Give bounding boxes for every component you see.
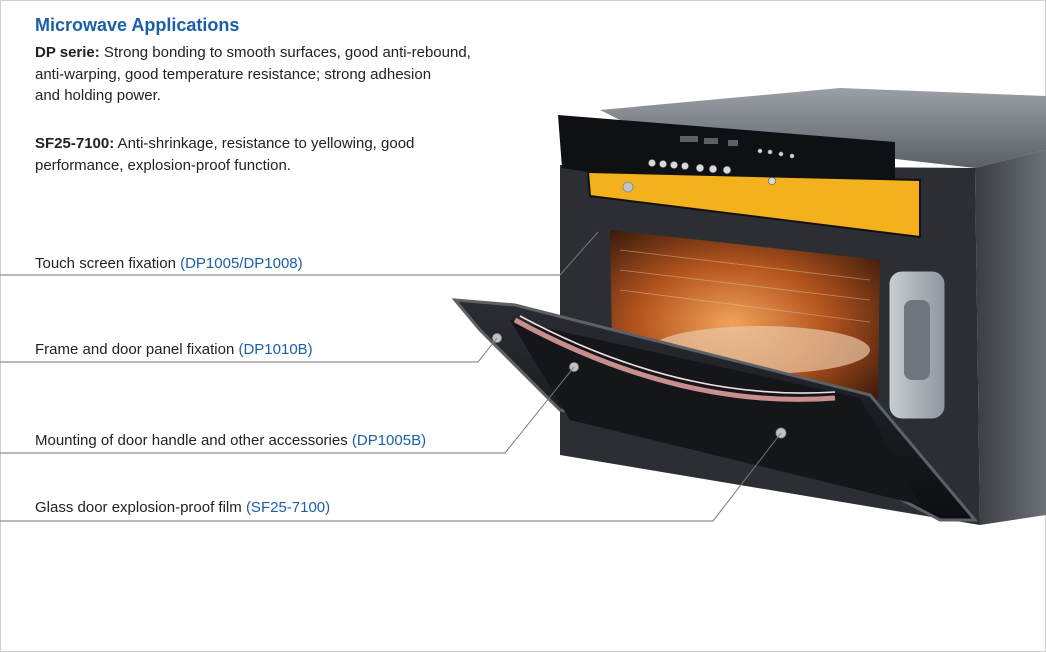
callout-explosion-film: Glass door explosion-proof film (SF25-71… — [35, 499, 330, 516]
sf25-lead: SF25-7100: — [35, 135, 115, 152]
callout-touch-screen: Touch screen fixation (DP1005/DP1008) — [35, 255, 303, 272]
touch-screen-band — [586, 170, 921, 239]
callout-frame-door: Frame and door panel fixation (DP1010B) — [35, 341, 313, 358]
leader-lines — [0, 231, 782, 522]
callout-frame-door-text: Frame and door panel fixation — [35, 341, 239, 358]
callout-door-handle-text: Mounting of door handle and other access… — [35, 432, 352, 449]
water-tank-handle — [904, 300, 930, 380]
dot-touch-screen — [622, 181, 634, 193]
dp-serie-line-3: and holding power. — [35, 87, 161, 104]
leader-frame-door — [0, 337, 498, 363]
callout-door-handle-code: (DP1005B) — [351, 432, 427, 449]
page-title: Microwave Applications — [35, 15, 240, 35]
dp-serie-line-2: anti-warping, good temperature resistanc… — [35, 65, 432, 83]
dp-serie-line-1: Strong bonding to smooth surfaces, good … — [99, 44, 471, 61]
sf25-line-1: Anti-shrinkage, resistance to yellowing,… — [114, 135, 415, 152]
callout-touch-screen-code: (DP1005/DP1008) — [180, 255, 303, 272]
cavity-grille — [619, 249, 871, 323]
sf25-line-2: performance, explosion-proof function. — [35, 156, 291, 174]
callout-touch-screen-text: Touch screen fixation — [35, 255, 181, 272]
leader-door-handle — [0, 366, 575, 454]
door-handle-shine — [519, 315, 836, 394]
callout-door-handle: Mounting of door handle and other access… — [35, 432, 426, 449]
callout-explosion-film-code: (SF25-7100) — [245, 499, 331, 516]
callout-frame-door-code: (DP1010B) — [238, 341, 313, 358]
sf25-description: SF25-7100: Anti-shrinkage, resistance to… — [35, 133, 535, 176]
dp-serie-lead: DP serie: — [35, 44, 100, 61]
door-handle — [513, 317, 836, 402]
callout-explosion-film-text: Glass door explosion-proof film — [35, 499, 246, 516]
oven-right-side — [975, 150, 1046, 525]
oven-top-surface — [600, 88, 1046, 168]
leader-touch-screen — [0, 231, 599, 276]
display-readout — [680, 136, 738, 146]
dp-serie-description: DP serie: Strong bonding to smooth surfa… — [35, 42, 535, 107]
control-buttons — [648, 148, 795, 185]
leader-explosion-film — [0, 432, 782, 522]
